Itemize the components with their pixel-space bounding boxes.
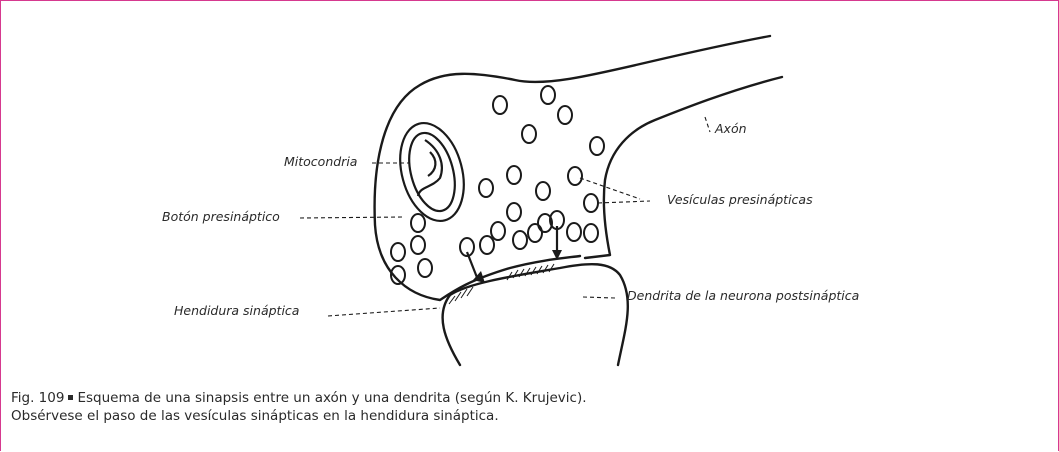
figure-number: Fig. 109: [11, 390, 64, 406]
synapse-diagram: [0, 0, 1059, 380]
bullet-icon: [68, 395, 73, 400]
synaptic-vesicles: [391, 86, 604, 284]
vesicles-label: Vesículas presinápticas: [667, 192, 813, 207]
mitochondria-shape: [390, 116, 474, 228]
bouton-label: Botón presináptico: [162, 209, 280, 224]
mitochondria-label: Mitocondria: [284, 154, 357, 169]
axon-label: Axón: [715, 121, 747, 136]
caption-line-2: Obsérvese el paso de las vesículas sináp…: [11, 407, 1041, 425]
figure-caption: Fig. 109 Esquema de una sinapsis entre un…: [11, 389, 1041, 425]
caption-line-1: Esquema de una sinapsis entre un axón y …: [77, 390, 586, 406]
axon-inner-membrane: [585, 77, 782, 258]
leader-lines: [300, 117, 710, 316]
dendrite-membrane-left: [443, 264, 628, 365]
dendrite-label: Dendrita de la neurona postsináptica: [627, 288, 859, 303]
cleft-label: Hendidura sináptica: [174, 303, 299, 318]
